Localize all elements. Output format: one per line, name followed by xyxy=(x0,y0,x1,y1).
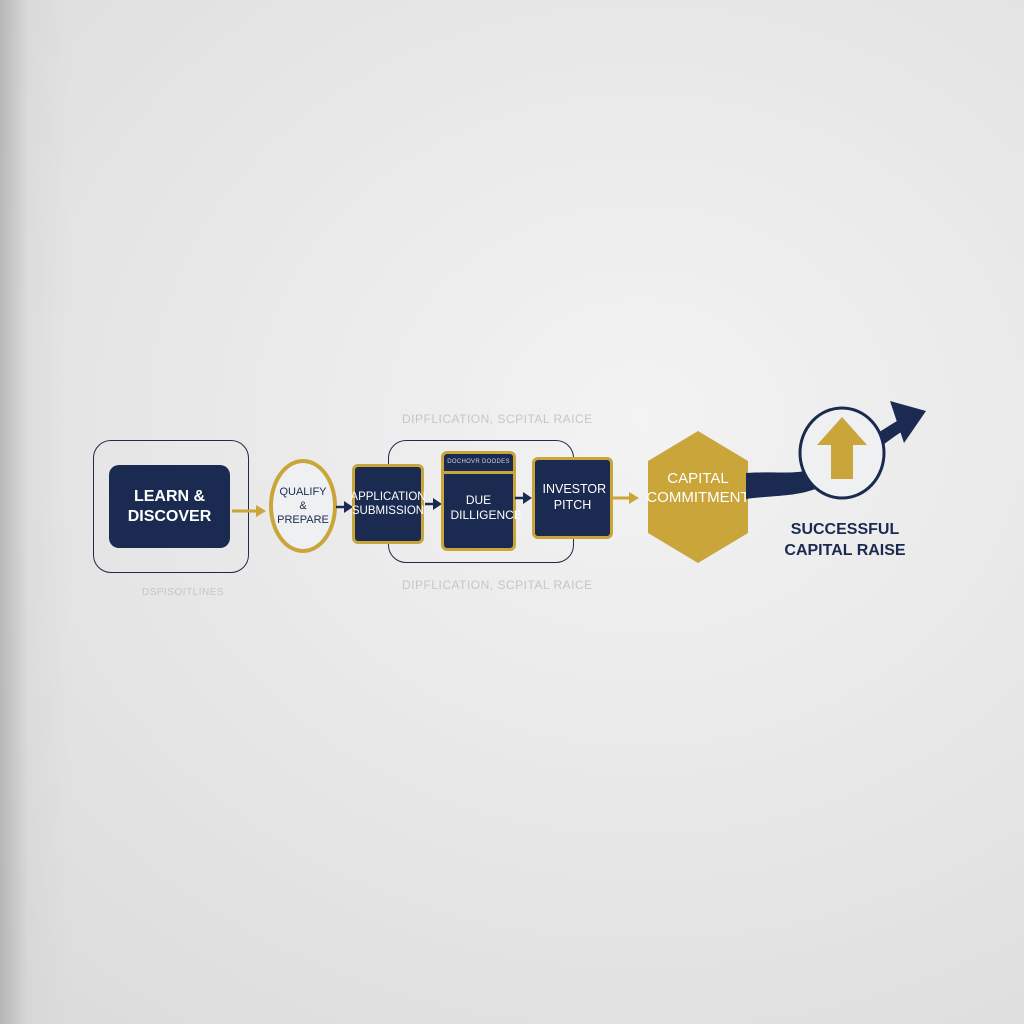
top-caption: DIPFLICATION, SCPITAL RAICE xyxy=(402,412,593,426)
learn-discover-frame xyxy=(93,440,249,573)
step-due-diligence-label: DUE DILLIGENCE xyxy=(450,493,522,522)
step-qualify-prepare: QUALIFY & PREPARE xyxy=(269,459,337,553)
capital-commitment-hexagon xyxy=(648,431,748,563)
arrow-5-icon xyxy=(613,492,639,504)
arrow-2-icon xyxy=(336,501,353,513)
due-diligence-tab: DOCHOVR DOODES xyxy=(444,454,513,474)
arrow-3-icon xyxy=(425,498,442,510)
step-due-diligence: DOCHOVR DOODES DUE DILLIGENCE xyxy=(441,451,522,551)
left-caption: DSPISOITLINES xyxy=(142,587,225,598)
step-qualify-prepare-label: QUALIFY & PREPARE xyxy=(277,485,329,527)
outcome-label: SUCCESSFUL CAPITAL RAISE xyxy=(784,521,906,559)
arrow-4-icon xyxy=(515,492,532,504)
step-capital-commitment: CAPITAL COMMITMENT xyxy=(646,470,750,506)
step-investor-pitch-label: INVESTOR PITCH xyxy=(542,482,607,512)
growth-swoosh-icon xyxy=(746,401,926,499)
step-learn-discover: LEARN & DISCOVER xyxy=(109,465,230,548)
wall-shadow xyxy=(0,0,70,1024)
up-arrow-icon xyxy=(798,406,886,500)
bottom-caption: DIPFLICATION, SCPITAL RAICE xyxy=(402,578,593,592)
step-application-submission: APPLICATION SUBMISSION xyxy=(350,464,426,544)
step-investor-pitch: INVESTOR PITCH xyxy=(532,457,613,539)
arrow-1-icon xyxy=(232,505,266,517)
